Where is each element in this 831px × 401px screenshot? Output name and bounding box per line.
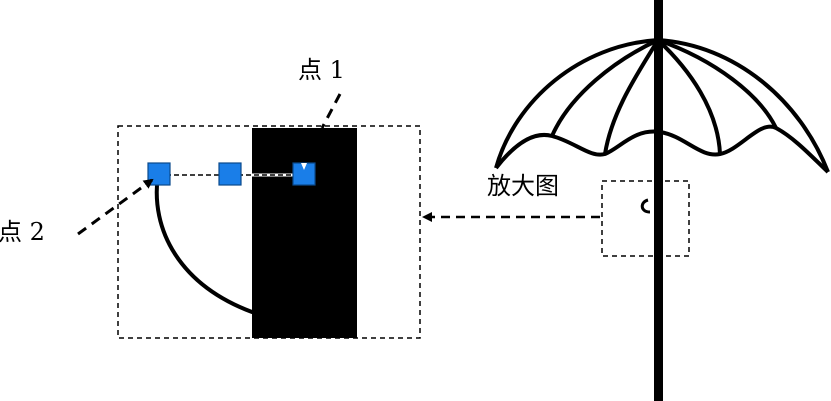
point2-leader [77,178,154,236]
magnified-view [117,125,421,339]
magnify-label: 放大图 [487,172,559,200]
umbrella-canopy-scallops [494,124,830,174]
point2-label: 点 2 [0,218,45,246]
handle-arc [154,173,254,314]
umbrella-shaft [654,0,663,401]
umbrella-rib-5 [657,38,778,129]
magnified-view-frame [117,125,421,339]
umbrella-rib-1 [550,38,659,137]
umbrella-rib-4 [656,38,722,155]
point1-leader [320,93,342,129]
grip-point-mid[interactable] [218,162,242,186]
umbrella-rib-3 [656,39,663,133]
umbrella-shaft-magnified [252,128,357,338]
grip-point-1-notch [301,163,307,170]
umbrella-drawing [494,0,830,401]
callouts: 点 1 点 2 放大图 [0,56,600,246]
point1-label: 点 1 [298,56,345,84]
umbrella-handle-hook [640,198,651,214]
umbrella-rib-2 [603,38,660,155]
magnify-source-frame [601,180,690,257]
